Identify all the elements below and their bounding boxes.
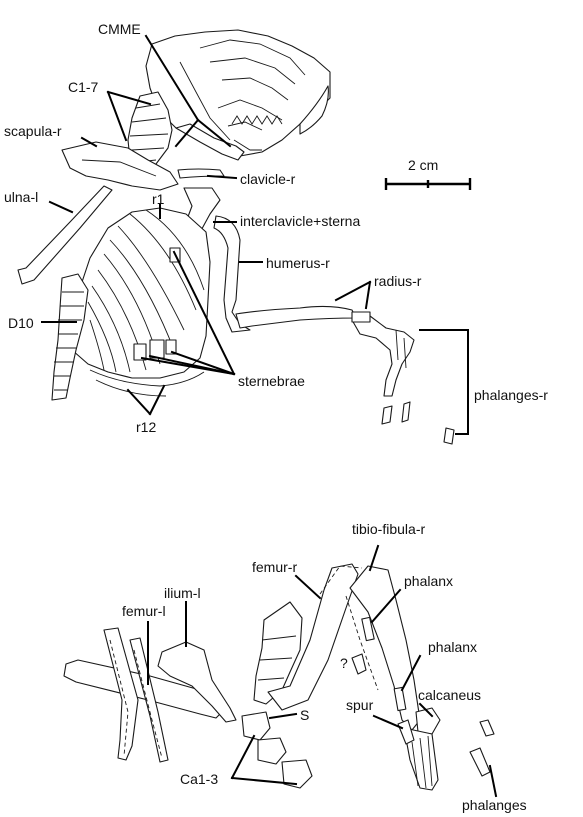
skull [145,29,331,157]
spur [397,719,415,745]
phalanx-lower [393,686,407,712]
label-phalanges: phalanges [462,797,527,813]
label-sternebrae: sternebrae [238,373,305,389]
label-ulna-l: ulna-l [4,189,38,205]
caudal-vertebra-1 [241,711,271,741]
label-spur: spur [346,697,374,713]
phalanges-right [351,315,415,397]
phalanges-isolated-2 [479,719,495,737]
label-r1: r1 [152,191,165,207]
calcaneus [415,707,441,735]
label-r12: r12 [136,419,156,435]
labels: CMME C1-7 scapula-r clavicle-r ulna-l r1… [4,21,548,813]
radius-right [235,305,357,329]
label-femur-l: femur-l [122,603,166,619]
phalanges-isolated-1 [469,747,491,777]
sternebra-1 [133,343,147,361]
vertebral-column [51,273,89,401]
mandible [175,123,245,161]
scale-bar-label: 2 cm [408,157,438,173]
unidentified-fragment [351,653,367,675]
leader-lines [41,34,498,798]
label-clavicle-r: clavicle-r [240,171,296,187]
ulna-left [17,185,113,285]
label-humerus-r: humerus-r [266,255,330,271]
scapula-right [61,141,179,191]
sternebra-3 [165,339,177,355]
label-femur-r: femur-r [252,559,297,575]
label-scapula-r: scapula-r [4,123,62,139]
scale-bar: 2 cm [384,157,472,190]
label-interclavicle-sterna: interclavicle+sterna [240,213,360,229]
label-cmme: CMME [98,21,141,37]
label-calcaneus: calcaneus [418,687,481,703]
incisor [299,85,329,135]
tibia-left [103,627,139,761]
upper-skeleton-drawing [17,29,455,445]
label-question: ? [340,655,348,671]
caudal-vertebra-2 [257,737,287,765]
phalanx-upper [361,616,375,642]
label-phalanx-lower: phalanx [428,639,477,655]
label-d10: D10 [8,315,34,331]
fibula-left [129,637,169,763]
label-c1-7: C1-7 [68,79,99,95]
femur-right [267,563,359,711]
ilium-left [157,641,237,723]
sternebra-2 [149,339,165,359]
label-phalanges-r: phalanges-r [474,387,548,403]
caudal-vertebra-3 [281,759,313,789]
label-s: S [300,707,309,723]
label-ilium-l: ilium-l [164,585,201,601]
label-tibio-fibula-r: tibio-fibula-r [352,521,425,537]
label-radius-r: radius-r [374,273,422,289]
lower-skeleton-drawing [63,563,495,791]
label-phalanx-upper: phalanx [404,573,453,589]
label-ca1-3: Ca1-3 [180,771,218,787]
